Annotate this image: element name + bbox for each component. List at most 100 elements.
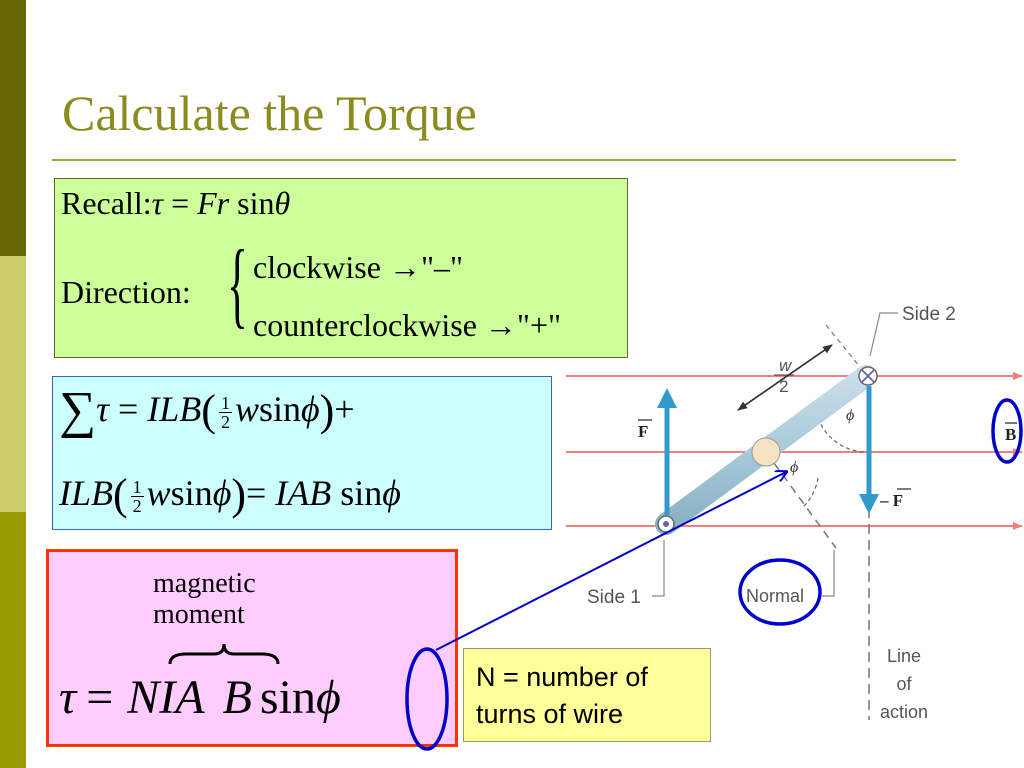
tau-symbol: τ [151, 185, 164, 221]
negative-force-label: – F [879, 491, 903, 510]
pivot-point [751, 437, 781, 467]
b-field-label: B [1005, 425, 1016, 444]
clockwise-arrow: → [388, 249, 421, 285]
dimension-arrow [737, 344, 833, 411]
normal-leader [822, 550, 835, 597]
equals-sign: = [245, 473, 267, 513]
plus-sign: + [334, 389, 355, 429]
ilb-term: ILB [147, 389, 202, 429]
side2-label: Side 2 [902, 304, 956, 325]
line-word: Line [887, 646, 921, 666]
of-word: of [896, 674, 912, 694]
close-paren: ) [319, 386, 335, 435]
note-line-2: turns of wire [476, 699, 624, 729]
phi-symbol: ϕ [300, 389, 320, 429]
note-line-1: N = number of [476, 662, 648, 692]
turns-note-box: N = number of turns of wire [463, 648, 711, 742]
magnetic-word: magnetic [153, 568, 256, 599]
counterclockwise-arrow: → [484, 307, 517, 343]
half-width-dimension: w 2 [737, 324, 865, 411]
direction-label: Direction [61, 274, 182, 310]
normal-line [765, 451, 837, 549]
b-field-symbol: B [222, 671, 252, 724]
phi-to-normal-pointer [435, 472, 786, 651]
sin-function: sin [259, 671, 316, 724]
counterclockwise-text: counterclockwise [253, 307, 477, 343]
action-word: action [880, 702, 928, 722]
phi-symbol: ϕ [212, 473, 232, 513]
width-symbol: w [234, 389, 259, 429]
magnetic-moment-overbrace [168, 643, 280, 665]
phi-highlight-ellipse [405, 647, 449, 751]
side1-dot [663, 521, 669, 527]
fraction-numerator: 1 [218, 393, 232, 414]
phi-symbol: ϕ [382, 473, 401, 513]
force-arrow-up [657, 388, 677, 515]
direction-colon: : [181, 274, 191, 310]
fraction-denominator: 2 [220, 412, 230, 433]
normal-label: Normal [746, 586, 804, 606]
equals-sign: = [171, 185, 190, 221]
clockwise-rule: clockwise →"–" [253, 249, 463, 286]
counterclockwise-rule: counterclockwise →"+" [253, 307, 561, 344]
angle-arc-middle [801, 477, 819, 509]
slide-title: Calculate the Torque [62, 85, 477, 141]
clockwise-sign: "–" [420, 249, 464, 285]
fraction-denominator: 2 [132, 496, 142, 517]
magnetic-moment-label: magnetic moment [153, 568, 256, 630]
angle-arc-top [817, 417, 869, 453]
open-paren: ( [201, 386, 216, 435]
counterclockwise-sign: "+" [516, 307, 562, 343]
clockwise-text: clockwise [253, 249, 381, 285]
moment-word: moment [153, 599, 245, 630]
sidebar-stripe-bottom [0, 512, 26, 768]
w-numerator: w [779, 356, 793, 375]
sin-function: sin [237, 185, 275, 221]
fraction-numerator: 1 [130, 477, 144, 498]
sin-function: sin [170, 473, 213, 513]
force-label: F [638, 422, 648, 441]
side2-cross [861, 369, 875, 383]
radius-symbol: r [216, 185, 230, 221]
nia-term: NIA [127, 671, 205, 724]
theta-symbol: θ [274, 185, 291, 221]
force-arrow-down [859, 386, 879, 514]
recall-box: Recall:τ = Fr sinθ Direction: { clockwis… [54, 178, 628, 358]
ilb-term: ILB [59, 473, 113, 513]
turns-note: N = number of turns of wire [476, 659, 648, 733]
equals-sign: = [117, 389, 139, 429]
recall-colon: : [142, 185, 152, 221]
equals-sign: = [86, 671, 114, 724]
normal-highlight-ellipse [738, 558, 822, 626]
side2-leader [869, 312, 898, 357]
iab-term: IAB [275, 473, 332, 513]
side1-label: Side 1 [587, 587, 641, 608]
close-paren: ) [231, 470, 246, 519]
direction-brace: { [227, 230, 248, 337]
width-symbol: w [146, 473, 171, 513]
sin-function: sin [258, 389, 301, 429]
force-symbol: F [197, 185, 217, 221]
tau-symbol: τ [59, 671, 77, 724]
sin-function: sin [340, 473, 383, 513]
b-field-highlight-ellipse [991, 398, 1023, 464]
sigma-symbol: ∑ [59, 382, 97, 439]
phi-symbol: ϕ [315, 671, 341, 724]
open-paren: ( [113, 470, 128, 519]
direction-label-group: Direction: [61, 274, 191, 311]
recall-label: Recall [61, 185, 143, 221]
w-denominator: 2 [779, 377, 788, 396]
tau-symbol: τ [96, 389, 109, 429]
recall-equation: Recall:τ = Fr sinθ [61, 185, 290, 222]
phi-label-top: ϕ [846, 407, 854, 424]
field-lines [566, 372, 1023, 530]
sidebar-stripe-middle [0, 256, 26, 512]
